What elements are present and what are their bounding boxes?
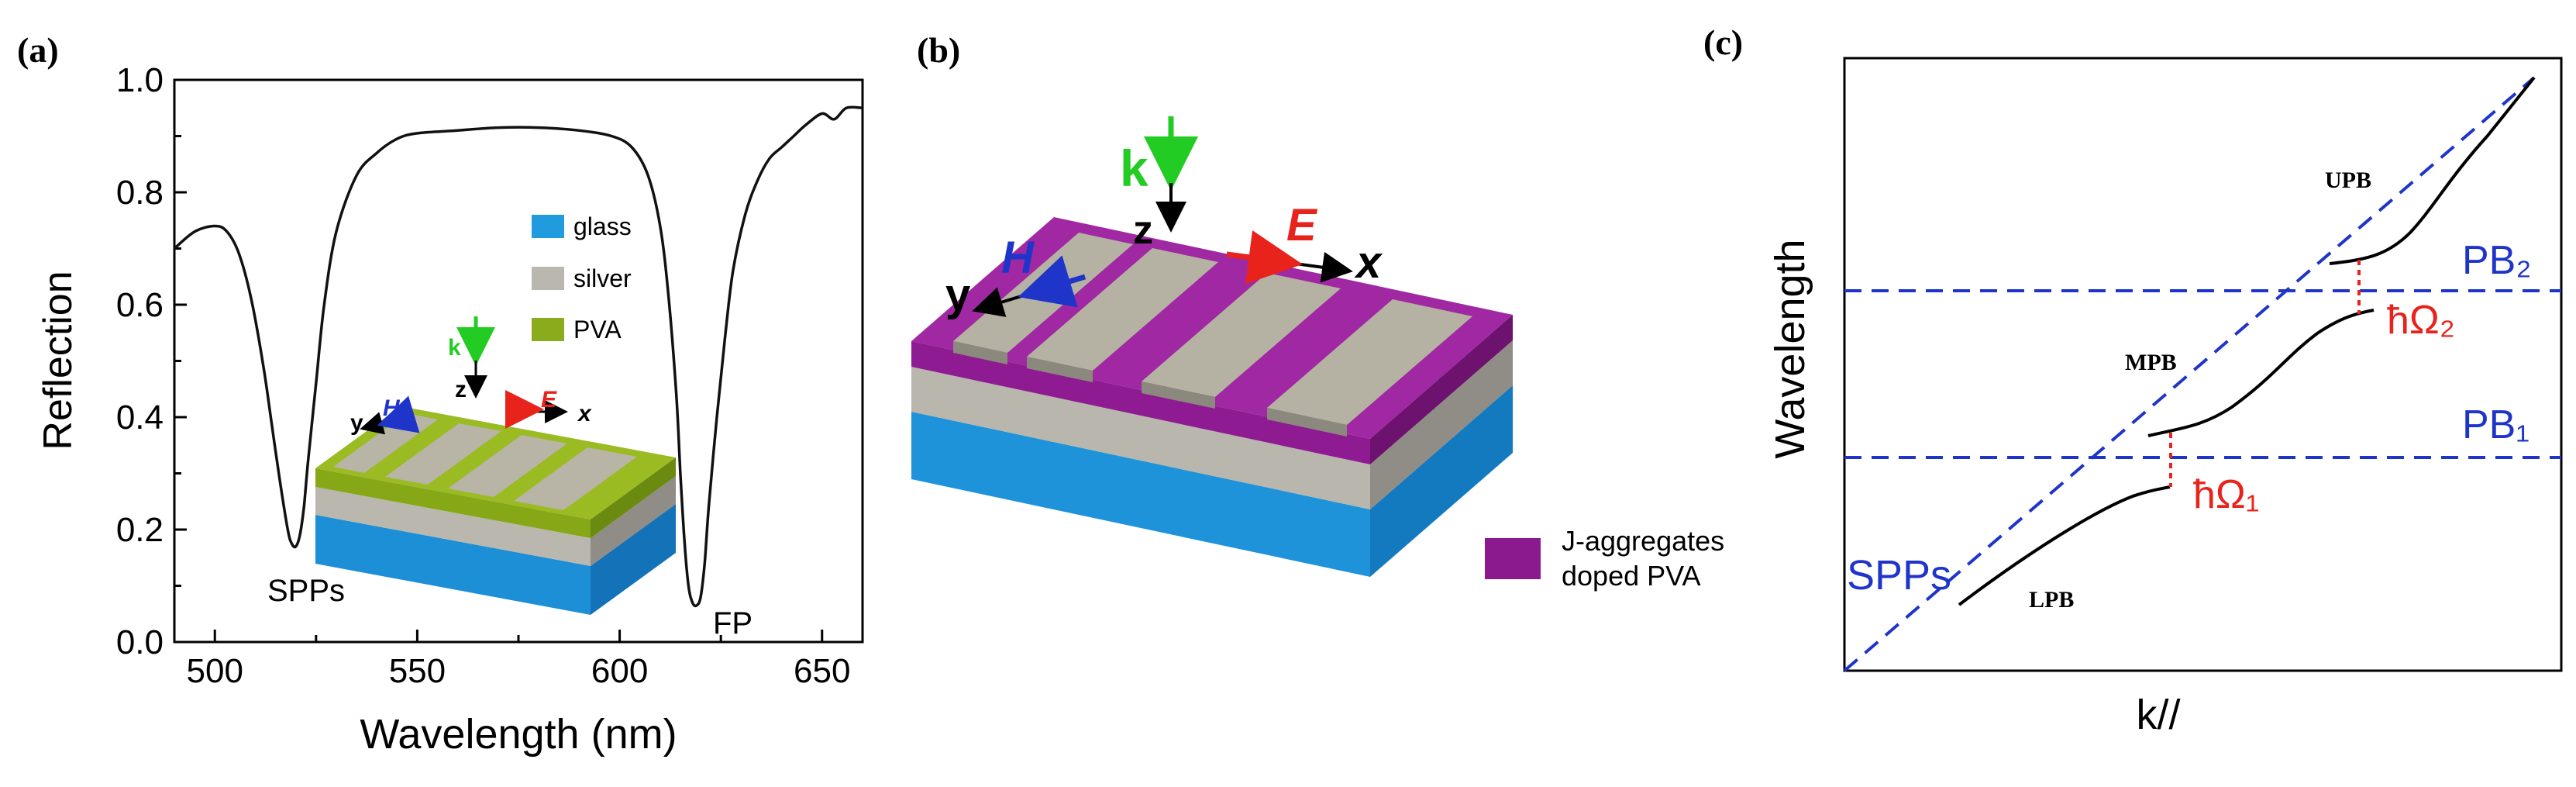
y-tick-label: 0.0 xyxy=(116,623,164,661)
legend-swatch-glass xyxy=(532,215,564,238)
legend-label-j-aggregates-line1: J-aggregates xyxy=(1562,525,1724,557)
legend-label-glass: glass xyxy=(573,212,632,240)
silver-layer-front-large xyxy=(911,367,1370,509)
panel-a-label: (a) xyxy=(17,30,59,70)
y-label-small: y xyxy=(350,410,363,436)
e-label-large: E xyxy=(1286,200,1318,250)
pva-layer-front-large xyxy=(911,341,1370,464)
silver-stripe-2-large xyxy=(1027,248,1218,371)
device-illustration-small: k z y H x E xyxy=(315,316,676,615)
panel-b-label: (b) xyxy=(917,30,960,70)
lpb-label: LPB xyxy=(2029,587,2074,613)
legend-swatch-pva xyxy=(532,318,564,341)
legend-label-silver: silver xyxy=(573,264,632,292)
panel-a-ylabel: Reflection xyxy=(36,271,81,450)
silver-stripe-4-large xyxy=(1267,299,1472,425)
h-arrow-large xyxy=(1018,255,1087,308)
x-tick-label: 500 xyxy=(187,652,243,690)
y-label-large: y xyxy=(945,270,970,320)
silver-stripe-1-front xyxy=(953,341,1007,364)
silver-stripe-3 xyxy=(448,435,567,497)
pva-layer-front xyxy=(315,468,591,538)
lpb-branch xyxy=(1958,485,2171,606)
mpb-branch xyxy=(2147,309,2375,437)
glass-layer-front xyxy=(315,515,591,615)
x-label-small: x xyxy=(577,401,592,426)
h-label-large: H xyxy=(1001,233,1035,283)
legend-label-pva: PVA xyxy=(573,316,622,343)
e-label-small: E xyxy=(541,387,557,412)
y-tick-label: 0.4 xyxy=(116,399,164,437)
panel-c-label: (c) xyxy=(1703,22,1743,62)
z-label-small: z xyxy=(455,377,467,402)
upb-branch xyxy=(2329,76,2536,265)
pb2-label: PB₂ xyxy=(2462,238,2532,283)
silver-layer-side xyxy=(591,476,676,566)
device-illustration-large xyxy=(911,217,1513,577)
x-tick-label: 550 xyxy=(389,652,446,690)
silver-layer-side-large xyxy=(1370,340,1513,509)
panel-c: (c) UPB MPB LPB SPPs PB₂ PB₁ ħΩ₂ ħΩ₁ Wav… xyxy=(1703,22,2563,738)
panel-c-xlabel: k// xyxy=(2136,692,2180,738)
panel-b: (b) k z y H x E J- xyxy=(911,30,1724,592)
pva-layer-side xyxy=(591,457,676,538)
k-label-small: k xyxy=(448,335,461,361)
pb1-label: PB₁ xyxy=(2462,402,2530,447)
reflection-curve xyxy=(173,105,863,608)
x-tick-label: 600 xyxy=(591,652,648,690)
upb-label: UPB xyxy=(2325,167,2371,193)
legend-swatch-j-aggregates xyxy=(1485,538,1541,579)
panel-a-xlabel: Wavelength (nm) xyxy=(360,711,677,758)
annotation-fp: FP xyxy=(713,606,752,640)
silver-stripe-2 xyxy=(385,423,501,485)
x-tick-label: 650 xyxy=(794,652,850,690)
panel-a-legend: glass silver PVA xyxy=(532,212,632,343)
e-arrow-large xyxy=(1226,230,1303,285)
omega2-label: ħΩ₂ xyxy=(2387,298,2455,343)
k-label-large: k xyxy=(1120,140,1149,197)
glass-layer-front-large xyxy=(911,412,1370,577)
annotation-spps: SPPs xyxy=(267,574,345,608)
panel-c-ylabel: Wavelength xyxy=(1767,239,1813,458)
z-label-large: z xyxy=(1133,208,1153,253)
h-label-small: H xyxy=(383,395,401,421)
panel-a: (a) 500 550 600 650 0.0 0.2 0.4 0.6 0.8 1.0 Refle… xyxy=(17,30,864,758)
y-tick-label: 0.6 xyxy=(116,286,164,324)
panel-c-plot-frame xyxy=(1843,57,2563,672)
pva-layer-side-large xyxy=(1370,315,1513,464)
legend-label-j-aggregates-line2: doped PVA xyxy=(1562,560,1700,592)
glass-layer-side xyxy=(591,504,676,615)
spps-label: SPPs xyxy=(1847,552,1951,599)
omega1-label: ħΩ₁ xyxy=(2193,472,2259,517)
spps-dispersion-line xyxy=(1843,76,2536,672)
silver-stripe-3-front xyxy=(1142,381,1215,409)
panel-a-ticks: 500 550 600 650 0.0 0.2 0.4 0.6 0.8 1.0 xyxy=(116,61,851,690)
silver-stripe-4-front xyxy=(1267,408,1347,437)
y-tick-label: 0.2 xyxy=(116,511,164,549)
x-label-large: x xyxy=(1354,237,1383,288)
silver-stripe-2-front xyxy=(1027,357,1093,382)
silver-layer-front xyxy=(315,487,591,566)
glass-layer-side-large xyxy=(1370,385,1513,577)
mpb-label: MPB xyxy=(2125,350,2177,375)
silver-stripe-4 xyxy=(514,447,637,510)
silver-stripe-3-large xyxy=(1142,273,1341,397)
y-tick-label: 0.8 xyxy=(116,174,164,212)
y-tick-label: 1.0 xyxy=(116,61,164,99)
legend-swatch-silver xyxy=(532,267,564,290)
h-arrow-small xyxy=(377,395,420,433)
